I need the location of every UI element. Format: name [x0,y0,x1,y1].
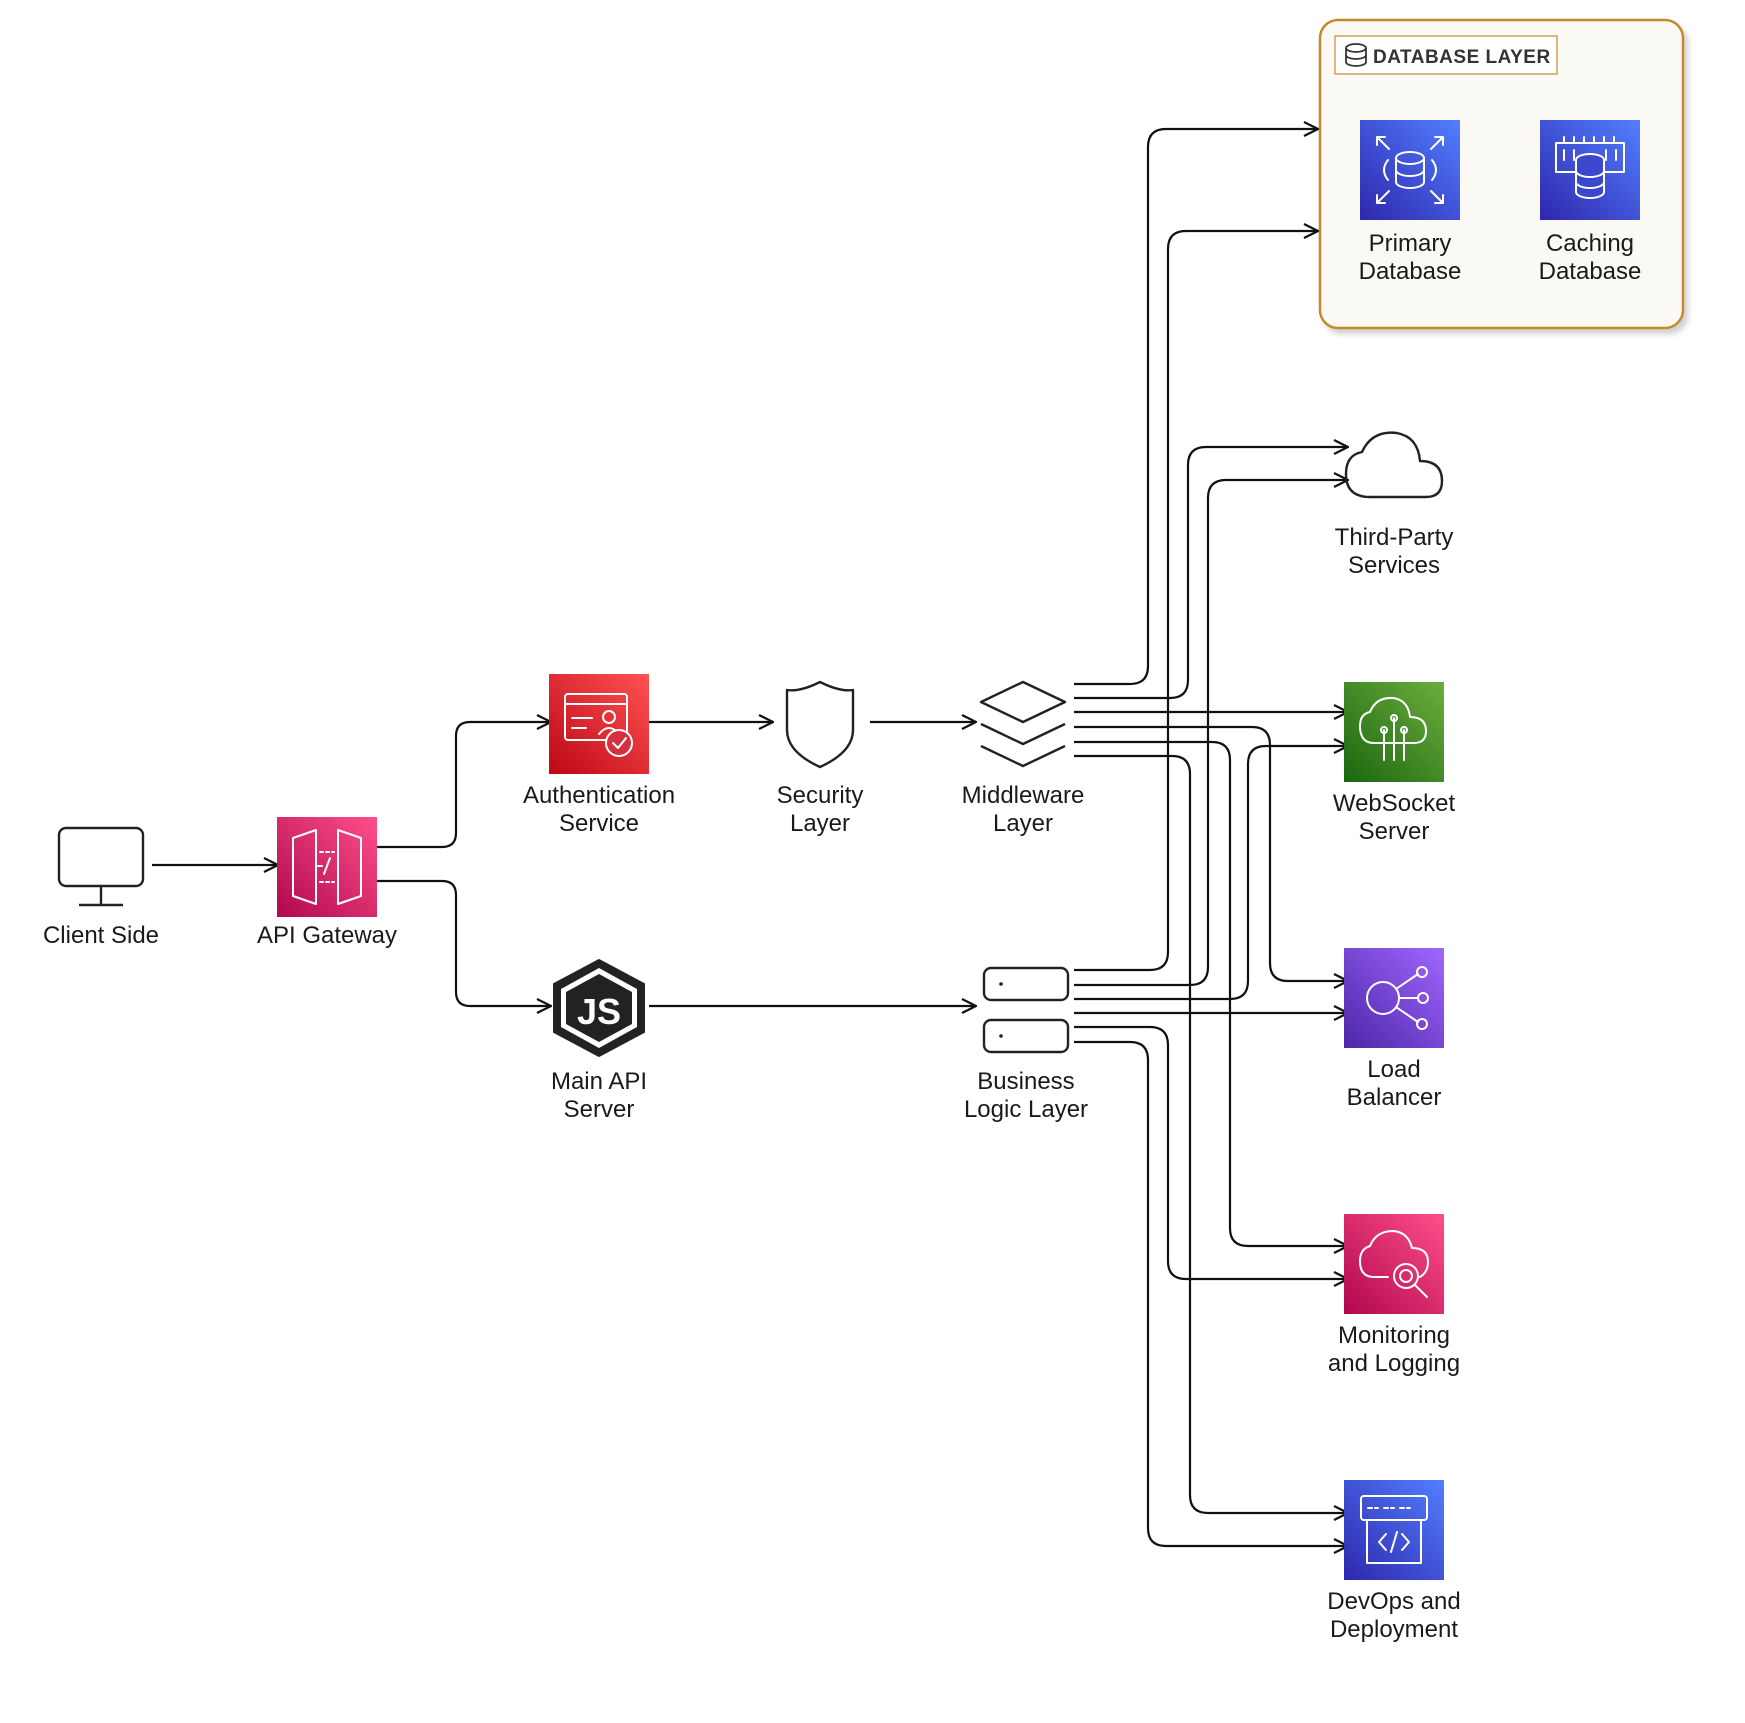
database-layer-group: DATABASE LAYER [1318,18,1685,330]
edge-business-to-websocket [1074,746,1348,1001]
edge-middleware-to-primary-db [1074,129,1318,686]
edge-api-gateway-to-main-api [377,879,551,1006]
svg-text:JS: JS [577,991,621,1032]
database-layer-label-box [1334,35,1558,75]
cloud-icon [1344,431,1444,499]
edge-business-to-third-party [1074,480,1348,987]
node-label: Client Side [43,922,159,949]
node-label: API Gateway [257,922,397,949]
nodejs-icon: JS [553,959,645,1057]
cloud-search-icon [1344,1214,1444,1314]
edge-api-gateway-to-auth [377,722,551,849]
edge-business-to-primary-db [1074,231,1318,972]
edge-business-to-monitoring [1074,1025,1348,1279]
edges [152,129,1348,1546]
edge-middleware-to-monitoring [1074,740,1348,1246]
database-layer-label: DATABASE LAYER [1373,47,1551,68]
edge-business-to-devops [1074,1040,1348,1546]
edge-middleware-to-devops [1074,754,1348,1513]
node-api-gateway[interactable]: API Gateway [257,817,397,949]
layers-icon [979,680,1067,768]
server-stack-icon [982,966,1070,1054]
edge-middleware-to-third-party [1074,447,1348,700]
shield-icon [785,680,855,769]
database-group-icon [1345,43,1367,67]
edge-middleware-to-load-balancer [1074,725,1348,981]
database-icon [1360,120,1460,220]
monitor-icon [57,826,145,907]
node-client-side[interactable]: Client Side [43,826,159,949]
